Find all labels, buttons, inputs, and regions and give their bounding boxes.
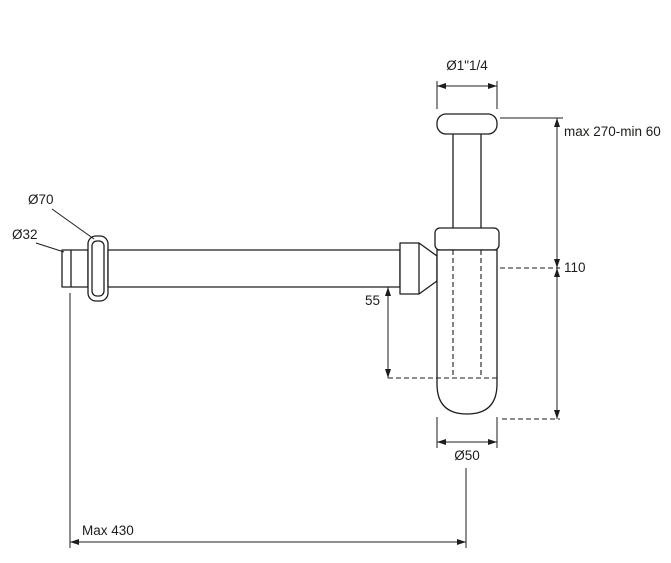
inlet-stub [61,249,89,288]
horizontal-pipe [107,249,401,288]
dim-label-flange-diameter: Ø70 [28,192,54,207]
wall-flange-inner [91,240,105,297]
riser-tube [452,132,482,233]
leader-flange-diameter [51,208,95,240]
dim-label-max-length: Max 430 [82,523,134,538]
body-nut-band [434,227,500,251]
dim-label-top-diameter: Ø1"1/4 [446,58,488,73]
dim-label-body-diameter: Ø50 [454,448,480,463]
dim-label-body-height: 110 [564,260,586,275]
top-flange [436,113,498,135]
dim-label-inlet-drop: 55 [365,293,380,308]
leader-inlet-diameter [35,242,65,253]
dim-label-adjustable-height: max 270-min 60 [564,124,661,139]
dim-label-inlet-diameter: Ø32 [12,227,38,242]
trap-body [436,249,498,415]
